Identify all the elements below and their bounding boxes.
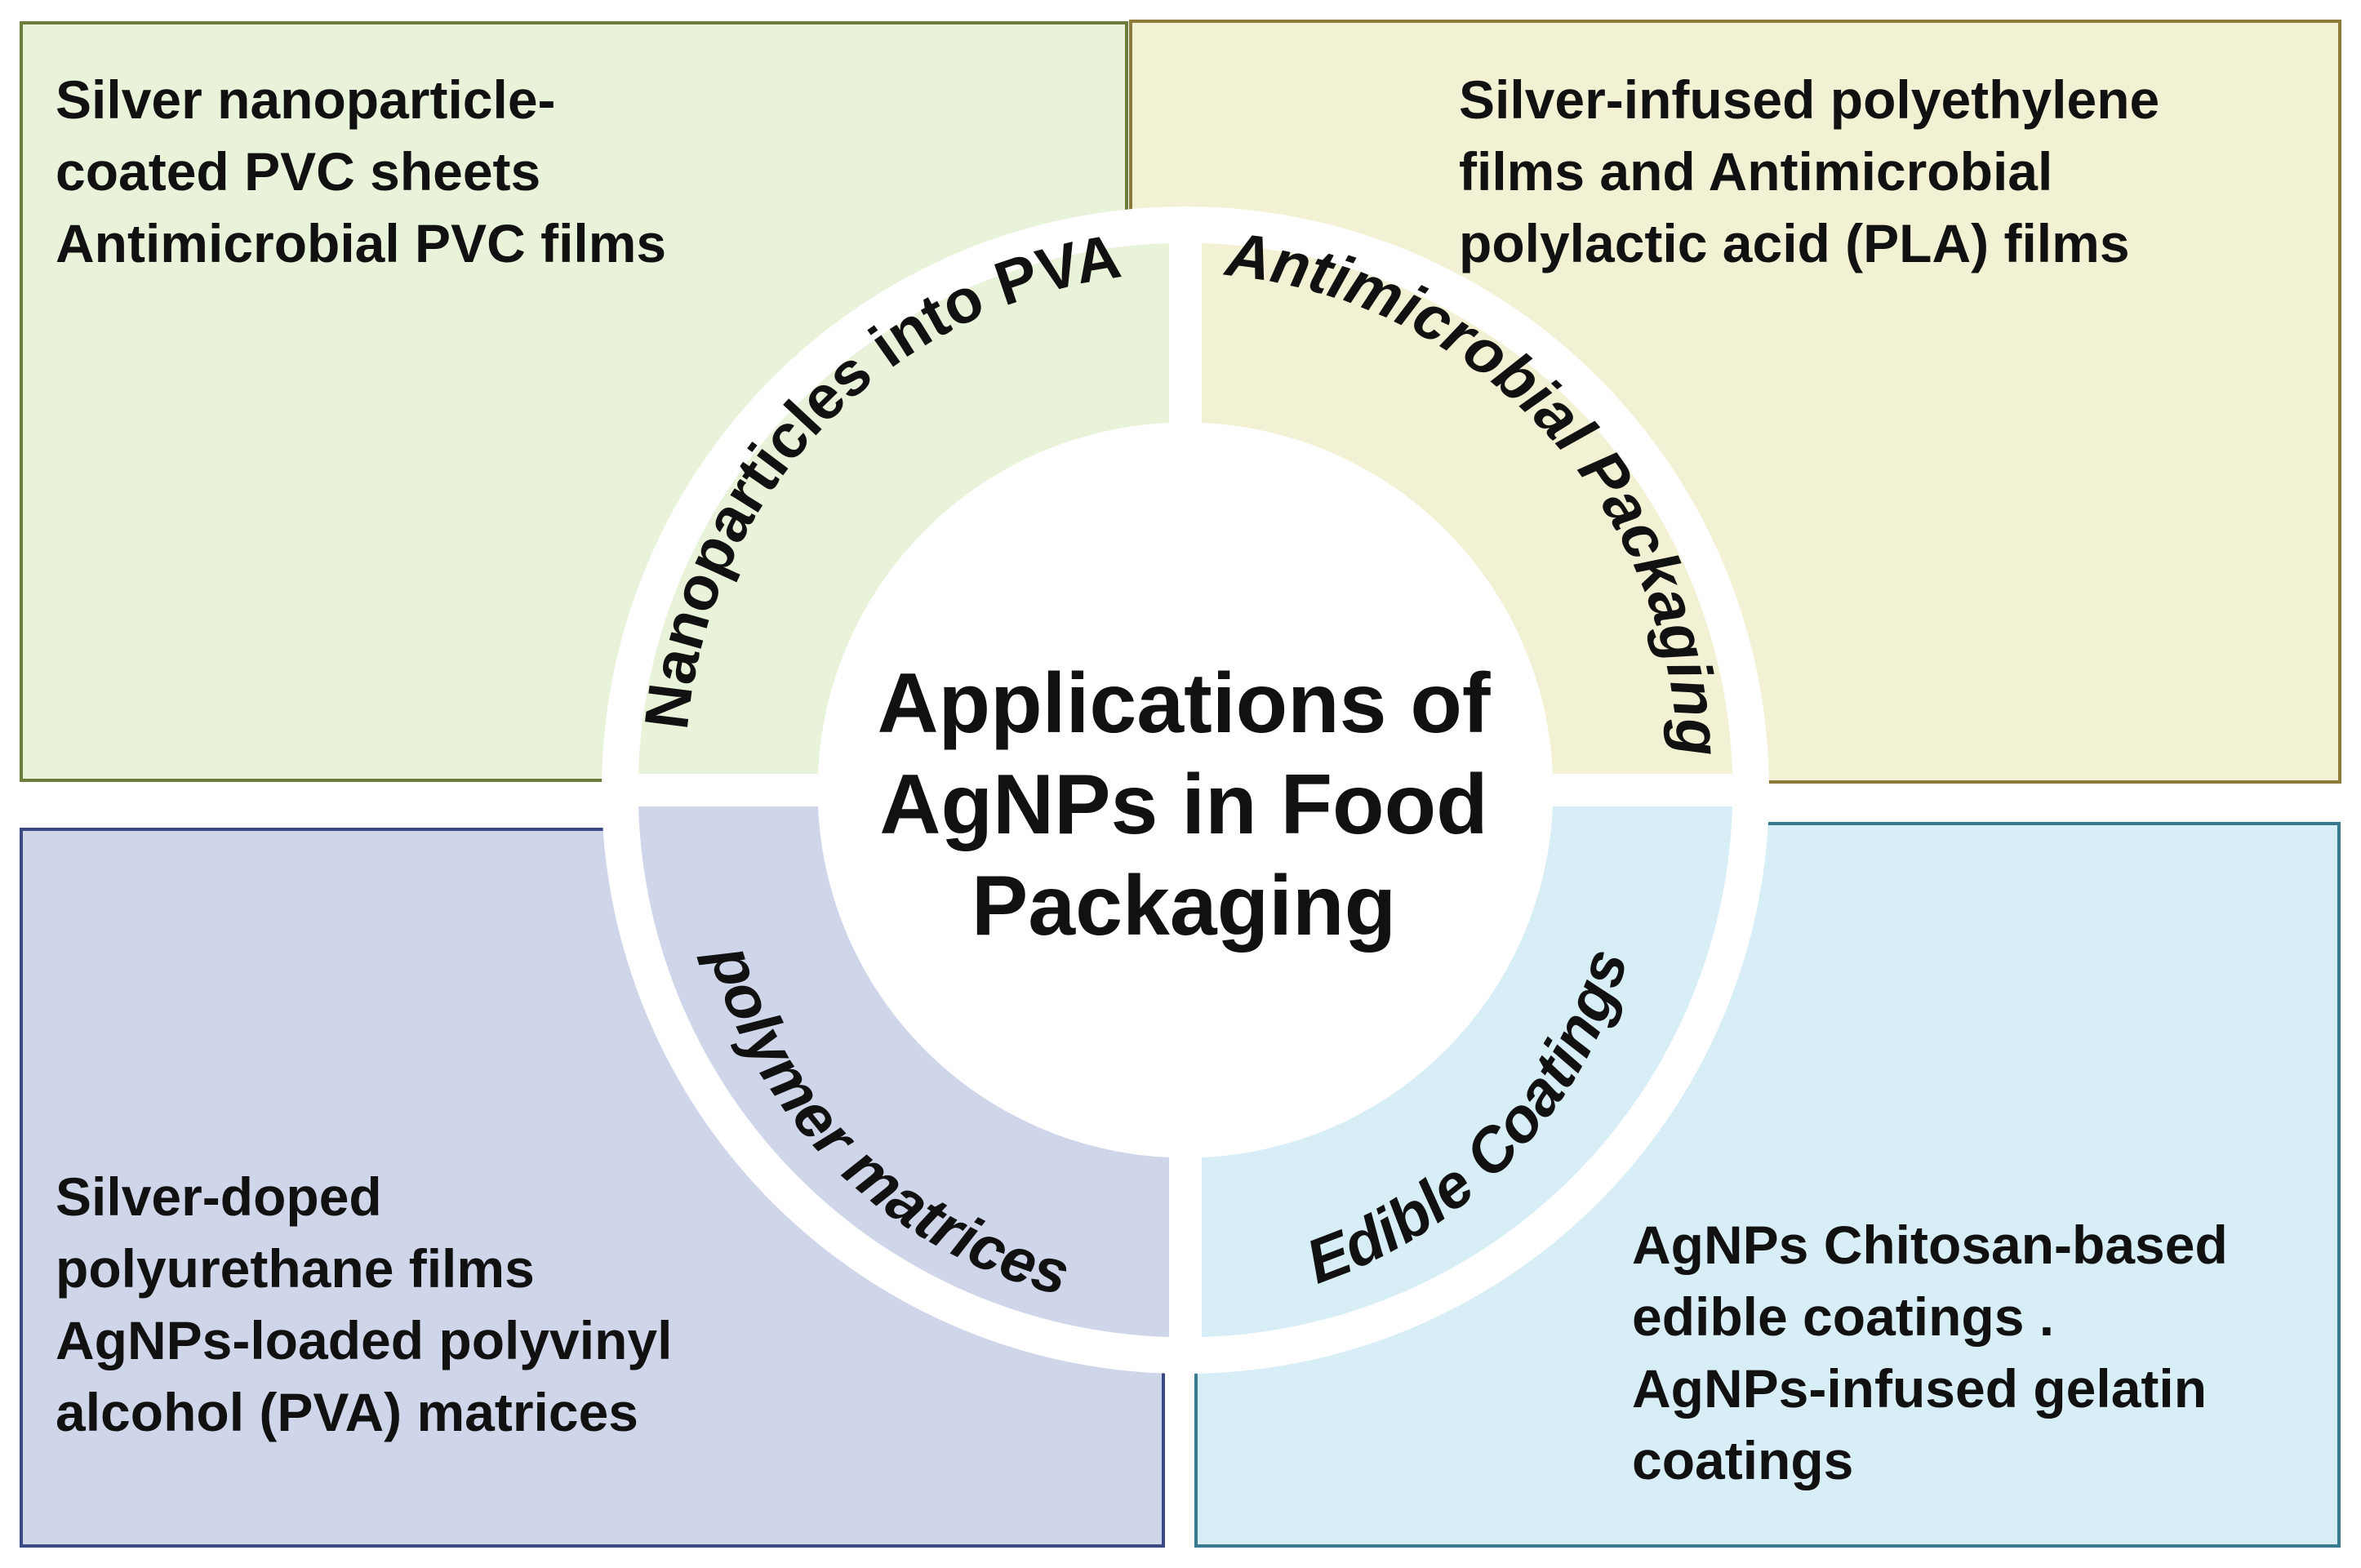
center-title: Applications of AgNPs in Food Packaging [877, 656, 1491, 953]
panel-edible-coatings-text: AgNPs Chitosan-based edible coatings . A… [1632, 1215, 2228, 1490]
panel-pvc-films-text: Silver nanoparticle- coated PVC sheets A… [56, 69, 667, 273]
panel-polyethylene-pla-films-text: Silver-infused polyethylene films and An… [1459, 69, 2160, 273]
wheel-center-disk [818, 423, 1553, 1157]
panel-polyurethane-pva-matrices-text: Silver-doped polyurethane films AgNPs-lo… [56, 1166, 673, 1442]
ring-segment-bottom-left [638, 806, 1169, 1337]
ring-segment-top-left [638, 243, 1169, 774]
ring-segment-top-right [1202, 243, 1732, 774]
ring-segment-bottom-right [1202, 806, 1732, 1337]
